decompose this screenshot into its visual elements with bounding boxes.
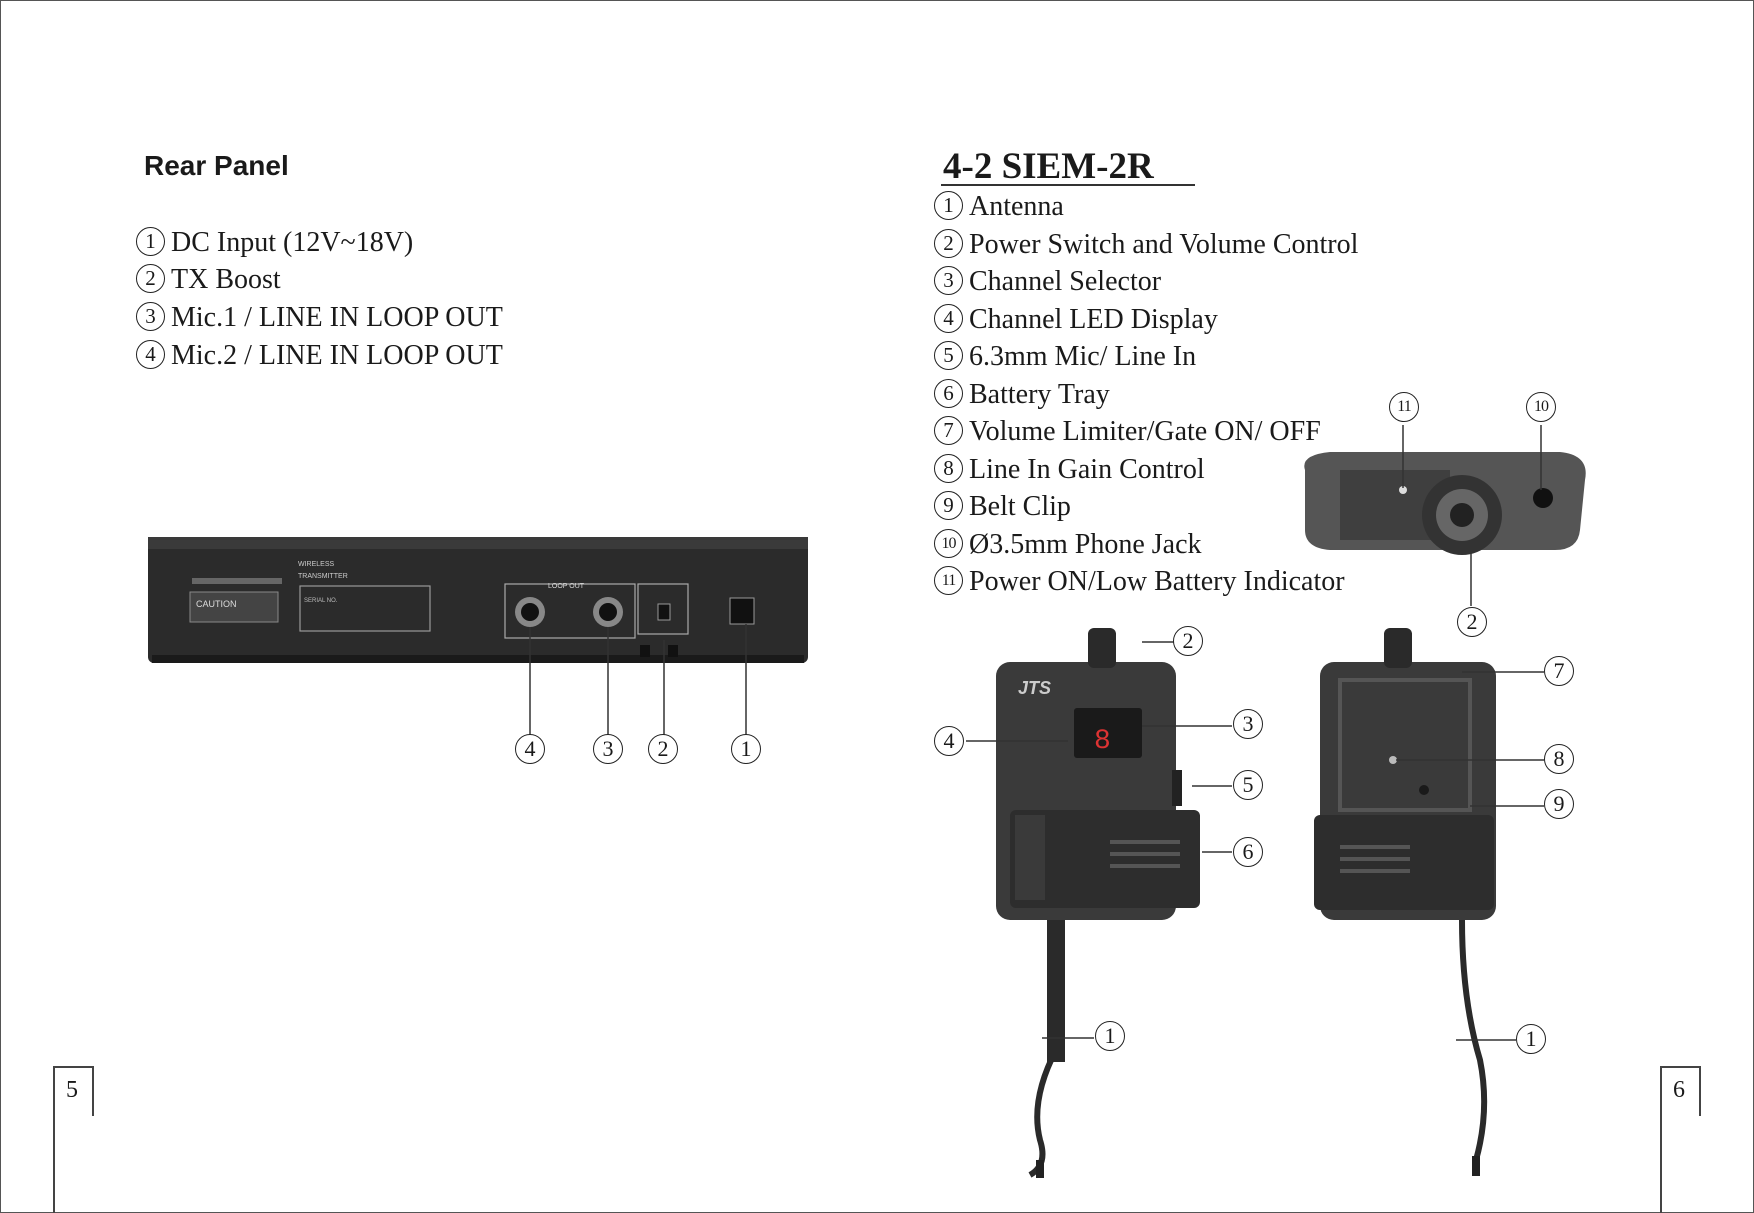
number-badge: 9 [934,491,963,521]
callout-rear-4: 4 [515,734,545,764]
callout-back-7: 7 [1544,656,1574,686]
transmitter-label: TRANSMITTER [298,573,348,580]
item-label: Mic.1 / LINE IN LOOP OUT [171,302,503,333]
caution-label: CAUTION [196,599,237,609]
led-digit: 8 [1094,726,1111,757]
item-label: Ø3.5mm Phone Jack [969,529,1202,560]
item-label: Battery Tray [969,379,1110,410]
rear-panel-device-image: CAUTION WIRELESS TRANSMITTER SERIAL NO. … [148,537,808,735]
callout-rear-3: 3 [593,734,623,764]
number-badge: 4 [136,340,165,370]
item-label: TX Boost [171,264,281,295]
number-badge: 3 [934,266,963,296]
number-badge: 1 [136,227,165,257]
wireless-label: WIRELESS [298,561,335,568]
callout-rear-1: 1 [731,734,761,764]
callout-top-10: 10 [1526,392,1556,422]
callout-back-9: 9 [1544,789,1574,819]
corner-rule [53,1066,55,1213]
number-badge: 8 [934,454,963,484]
callout-front-1: 1 [1095,1021,1125,1051]
item-label: Power Switch and Volume Control [969,229,1359,260]
item-label: Antenna [969,191,1064,222]
heading-underline [941,184,1195,186]
loop-out-label: LOOP OUT [548,583,585,590]
number-badge: 11 [934,566,963,596]
top-view-device-image [1304,425,1586,606]
callout-front-6: 6 [1233,837,1263,867]
serial-label: SERIAL NO. [304,598,338,604]
item-label: Volume Limiter/Gate ON/ OFF [969,416,1321,447]
item-label: DC Input (12V~18V) [171,227,414,258]
back-device-image [1314,628,1544,1176]
number-badge: 7 [934,416,963,446]
item-label: Channel LED Display [969,304,1218,335]
item-label: 6.3mm Mic/ Line In [969,341,1197,372]
callout-front-3: 3 [1233,709,1263,739]
page-number-right: 6 [1673,1077,1685,1103]
corner-rule [92,1066,94,1116]
page-number-left: 5 [66,1077,78,1103]
corner-rule [1699,1066,1701,1116]
callout-back-1: 1 [1516,1024,1546,1054]
rear-panel-heading: Rear Panel [144,150,289,181]
callout-rear-2: 2 [648,734,678,764]
number-badge: 5 [934,341,963,371]
number-badge: 3 [136,302,165,332]
brand-logo: JTS [1018,678,1051,698]
item-label: Mic.2 / LINE IN LOOP OUT [171,340,503,371]
number-badge: 2 [934,229,963,259]
siem-2r-heading: 4-2 SIEM-2R [943,146,1154,187]
item-label: Belt Clip [969,491,1071,522]
number-badge: 4 [934,304,963,334]
callout-top-2: 2 [1457,607,1487,637]
number-badge: 6 [934,379,963,409]
callout-front-5: 5 [1233,770,1263,800]
item-label: Power ON/Low Battery Indicator [969,566,1345,597]
number-badge: 1 [934,191,963,221]
corner-rule [53,1066,93,1068]
corner-rule [1660,1066,1662,1213]
callout-back-8: 8 [1544,744,1574,774]
callout-front-4: 4 [934,726,964,756]
item-label: Channel Selector [969,266,1162,297]
corner-rule [1660,1066,1700,1068]
number-badge: 10 [934,529,963,559]
number-badge: 2 [136,264,165,294]
item-label: Line In Gain Control [969,454,1205,485]
callout-top-11: 11 [1389,392,1419,422]
callout-front-2: 2 [1173,626,1203,656]
front-device-image: 8 JTS [966,628,1232,1178]
